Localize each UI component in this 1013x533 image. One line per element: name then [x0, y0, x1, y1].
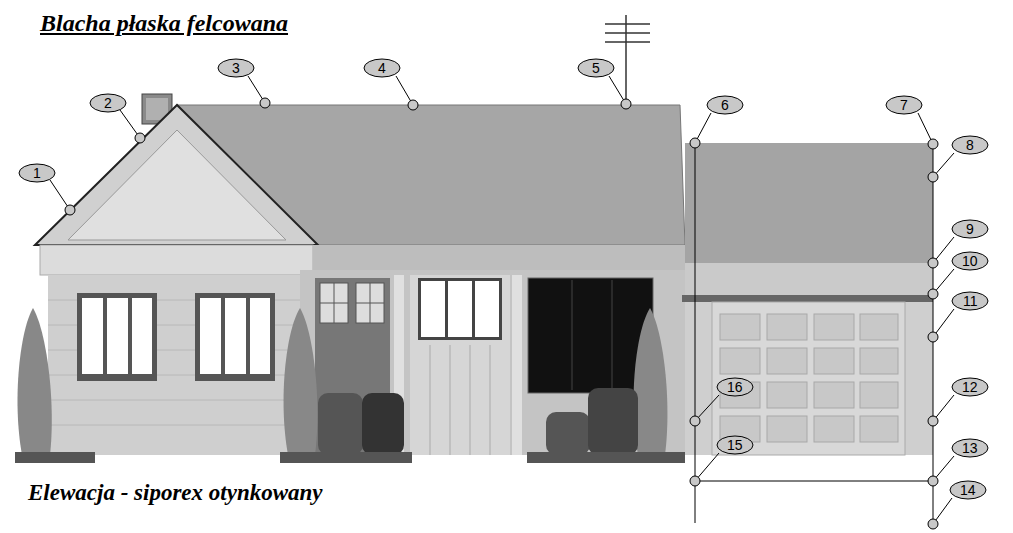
gable [35, 105, 318, 245]
callout-oval [19, 59, 988, 499]
callout-number: 2 [104, 95, 112, 111]
callout-number: 13 [962, 440, 978, 456]
garage-fascia [685, 263, 933, 295]
garage-wall [685, 302, 933, 455]
garage-roof [685, 143, 933, 263]
window [77, 293, 275, 381]
shrub [18, 308, 668, 455]
callout-number: 4 [378, 60, 386, 76]
reference-line [695, 143, 933, 525]
callout-number: 1 [33, 165, 41, 181]
garage-strip [682, 295, 933, 302]
leader-line [50, 76, 954, 524]
callout-number: 6 [721, 97, 729, 113]
callout-dot [65, 98, 938, 529]
callout-number: 14 [960, 482, 976, 498]
callout-number: 12 [962, 379, 978, 395]
callout-number: 3 [232, 60, 240, 76]
garage-door [712, 302, 905, 455]
antenna [605, 15, 650, 104]
porch-door [315, 275, 653, 455]
drawing-title: Blacha płaska felcowana [40, 10, 288, 37]
gable-inner [68, 130, 286, 240]
callout-number: 8 [966, 137, 974, 153]
drawing-caption: Elewacja - siporex otynkowany [28, 480, 323, 506]
callout-number: 16 [727, 379, 743, 395]
callout-number: 9 [966, 221, 974, 237]
callout-number: 5 [592, 60, 600, 76]
callout-number: 11 [963, 293, 978, 309]
fascia [313, 245, 685, 270]
wall [48, 275, 300, 455]
callout-number: 7 [900, 97, 908, 113]
fascia [40, 245, 313, 275]
ground-bar [15, 452, 685, 463]
porch-wall [300, 270, 685, 455]
callout-number: 15 [727, 437, 743, 453]
callout-number: 10 [962, 253, 978, 269]
